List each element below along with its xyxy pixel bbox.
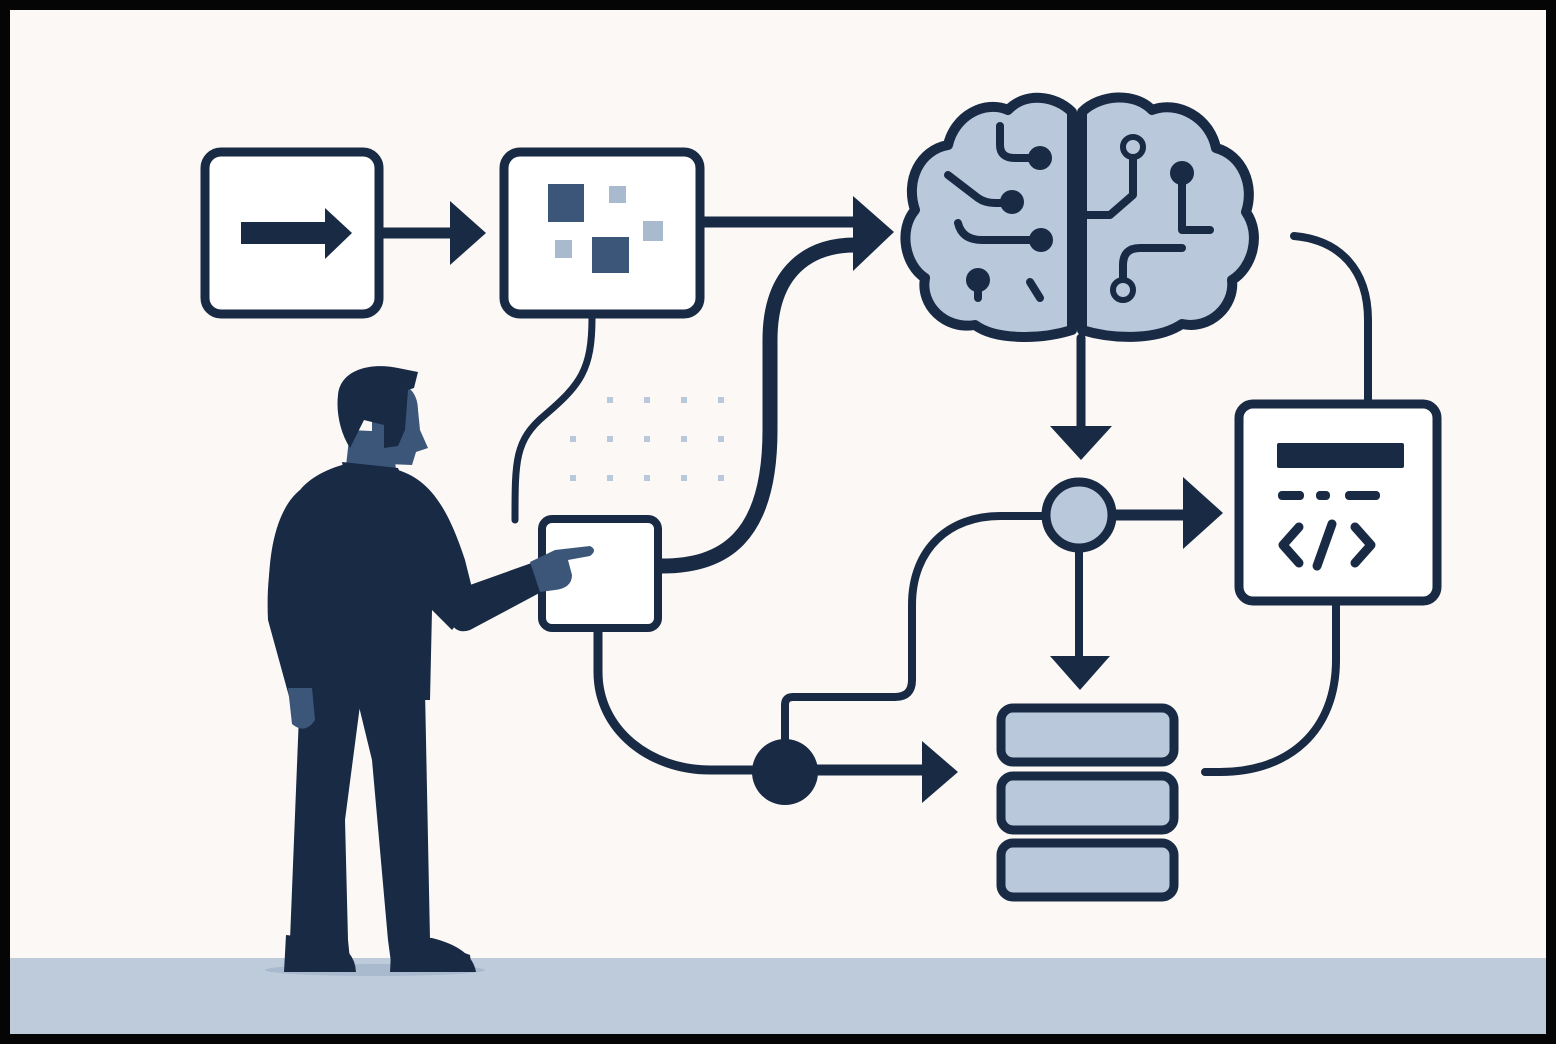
grid-dot — [681, 436, 687, 442]
filled-dot-icon — [752, 739, 818, 805]
grid-dot — [644, 397, 650, 403]
connector-panel-brain — [654, 237, 863, 574]
grid-dot — [718, 397, 724, 403]
circle-node-icon — [1041, 477, 1117, 553]
person-collar — [342, 462, 404, 482]
code-output-node-box — [1234, 399, 1442, 606]
right-arrow-icon — [241, 208, 352, 259]
code-output-node — [1234, 399, 1442, 606]
grid-dot — [570, 475, 576, 481]
dot-grid-decoration — [570, 397, 724, 481]
grid-dot — [644, 475, 650, 481]
arrowhead-brain-junction — [1050, 426, 1112, 460]
connector-panel-merge — [593, 625, 765, 775]
arrowhead-junction-database — [1050, 656, 1110, 690]
person-pointing-arm — [400, 495, 545, 632]
grid-dot — [607, 436, 613, 442]
arrowhead-merge-database — [922, 741, 958, 803]
database-layer-3 — [996, 838, 1179, 902]
circuit-brain-icon — [900, 92, 1259, 342]
scattered-squares-icon — [548, 184, 663, 273]
person-front-shoe — [390, 935, 476, 972]
person-front-leg — [355, 690, 472, 970]
database-stack-icon — [996, 703, 1179, 902]
person-back-shoe — [284, 935, 356, 972]
grid-dot — [681, 397, 687, 403]
connectors — [377, 196, 1372, 803]
person-back-hand — [288, 688, 315, 729]
arrowhead-processing-brain — [853, 196, 894, 271]
brain-circuit-nodes — [966, 134, 1194, 303]
grid-dot — [607, 475, 613, 481]
person-back-arm — [267, 490, 312, 700]
data-processing-node-box — [499, 147, 705, 319]
person-pointing-hand — [530, 546, 594, 592]
brain-circuits — [944, 122, 1214, 302]
grid-dot — [718, 436, 724, 442]
grid-dot — [681, 475, 687, 481]
arrowhead-junction-code — [1183, 477, 1223, 549]
person-hair — [337, 366, 418, 448]
input-node — [200, 147, 384, 319]
grid-dot — [718, 475, 724, 481]
person-pointing-icon — [265, 366, 594, 976]
database-layer-2 — [996, 771, 1179, 835]
grid-dot — [570, 436, 576, 442]
connector-merge-junction — [781, 512, 1049, 749]
person-back-leg — [286, 690, 362, 970]
grid-dot — [644, 436, 650, 442]
connector-code-database — [1201, 601, 1340, 776]
data-processing-node — [499, 147, 705, 319]
connector-processing-panel — [511, 314, 596, 524]
code-window-icon — [1277, 443, 1404, 571]
grid-dot — [607, 397, 613, 403]
arrowhead-input-processing — [450, 201, 486, 265]
floor — [10, 958, 1546, 1034]
database-layer-1 — [996, 703, 1179, 767]
connector-brain-code — [1290, 232, 1372, 404]
